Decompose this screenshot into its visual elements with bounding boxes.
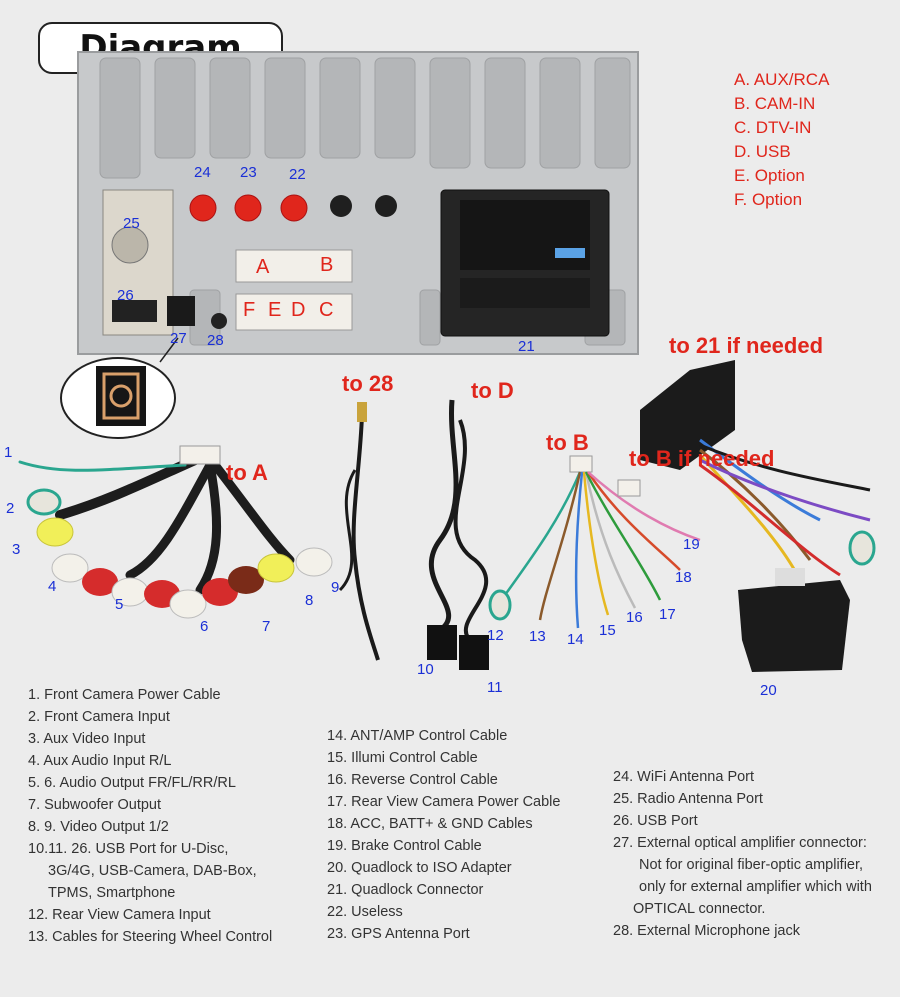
note-item: 14. ANT/AMP Control Cable — [327, 728, 508, 744]
number-label: 28 — [207, 332, 224, 349]
note-item: 3G/4G, USB-Camera, DAB-Box, — [48, 863, 257, 879]
number-label: 21 — [518, 338, 535, 355]
notes-column-3: 24. WiFi Antenna Port 25. Radio Antenna … — [613, 766, 872, 942]
legend-item: B. CAM-IN — [734, 94, 816, 113]
note-item: 7. Subwoofer Output — [28, 797, 161, 813]
port-legend: A. AUX/RCA B. CAM-IN C. DTV-IN D. USB E.… — [734, 68, 829, 212]
note-item: only for external amplifier which with — [639, 879, 872, 895]
note-item: 19. Brake Control Cable — [327, 838, 482, 854]
note-item: 20. Quadlock to ISO Adapter — [327, 860, 512, 876]
number-label: 14 — [567, 631, 584, 648]
callout-to-d: to D — [471, 378, 514, 403]
note-item: 26. USB Port — [613, 813, 698, 829]
note-item: 18. ACC, BATT+ & GND Cables — [327, 816, 533, 832]
number-label: 1 — [4, 444, 13, 461]
number-label: 15 — [599, 622, 616, 639]
callout-to-21-if-needed: to 21 if needed — [669, 333, 824, 358]
number-label: 11 — [487, 679, 503, 696]
number-label: 19 — [683, 536, 700, 553]
number-label: 12 — [487, 627, 504, 644]
number-label: 8 — [305, 592, 314, 609]
note-item: TPMS, Smartphone — [48, 885, 176, 901]
number-label: 3 — [12, 541, 21, 558]
number-label: 5 — [115, 596, 124, 613]
note-item: 27. External optical amplifier connector… — [613, 835, 867, 851]
legend-item: C. DTV-IN — [734, 118, 812, 137]
number-label: 23 — [240, 164, 257, 181]
legend-item: D. USB — [734, 142, 791, 161]
note-item: 12. Rear View Camera Input — [28, 907, 211, 923]
port-letter-b: B — [320, 254, 334, 276]
number-label: 7 — [262, 618, 271, 635]
number-label: 26 — [117, 287, 134, 304]
note-item: 5. 6. Audio Output FR/FL/RR/RL — [28, 775, 236, 791]
number-label: 27 — [170, 330, 187, 347]
note-item: 15. Illumi Control Cable — [327, 750, 478, 766]
number-label: 18 — [675, 569, 692, 586]
number-label: 2 — [6, 500, 15, 517]
number-label: 4 — [48, 578, 57, 595]
callout-to-b-if-needed: to B if needed — [629, 446, 775, 471]
port-letter-a: A — [256, 256, 270, 278]
port-letter-f: F — [243, 299, 256, 321]
note-item: 22. Useless — [327, 904, 403, 920]
callout-to-b: to B — [546, 430, 589, 455]
note-item: 17. Rear View Camera Power Cable — [327, 794, 561, 810]
number-label: 16 — [626, 609, 643, 626]
callout-to-28: to 28 — [342, 371, 394, 396]
callout-to-a: to A — [226, 460, 268, 485]
number-label: 10 — [417, 661, 434, 678]
number-label: 24 — [194, 164, 211, 181]
number-label: 13 — [529, 628, 546, 645]
note-item: 3. Aux Video Input — [28, 731, 146, 747]
note-item: 10.11. 26. USB Port for U-Disc, — [28, 841, 229, 857]
note-item: 21. Quadlock Connector — [327, 882, 484, 898]
note-item: 16. Reverse Control Cable — [327, 772, 498, 788]
note-item: 25. Radio Antenna Port — [613, 791, 763, 807]
note-item: 24. WiFi Antenna Port — [613, 769, 755, 785]
note-item: 23. GPS Antenna Port — [327, 926, 470, 942]
number-label: 22 — [289, 166, 306, 183]
note-item: 8. 9. Video Output 1/2 — [28, 819, 169, 835]
number-label: 6 — [200, 618, 209, 635]
back-panel — [77, 51, 639, 355]
note-item: OPTICAL connector. — [633, 901, 766, 917]
note-item: 1. Front Camera Power Cable — [28, 687, 221, 703]
note-item: Not for original fiber-optic amplifier, — [639, 857, 864, 873]
number-label: 17 — [659, 606, 676, 623]
number-label: 9 — [331, 579, 340, 596]
port-letter-c: C — [319, 299, 334, 321]
number-label: 25 — [123, 215, 140, 232]
legend-item: A. AUX/RCA — [734, 70, 830, 89]
number-label: 20 — [760, 682, 777, 699]
note-item: 28. External Microphone jack — [613, 923, 800, 939]
port-letter-d: D — [291, 299, 306, 321]
legend-item: F. Option — [734, 190, 803, 209]
notes-column-1: 1. Front Camera Power Cable 2. Front Cam… — [28, 684, 272, 948]
legend-item: E. Option — [734, 166, 805, 185]
note-item: 2. Front Camera Input — [28, 709, 170, 725]
port-letter-e: E — [268, 299, 282, 321]
notes-column-2: 14. ANT/AMP Control Cable 15. Illumi Con… — [327, 725, 560, 945]
note-item: 4. Aux Audio Input R/L — [28, 753, 172, 769]
note-item: 13. Cables for Steering Wheel Control — [28, 929, 273, 945]
